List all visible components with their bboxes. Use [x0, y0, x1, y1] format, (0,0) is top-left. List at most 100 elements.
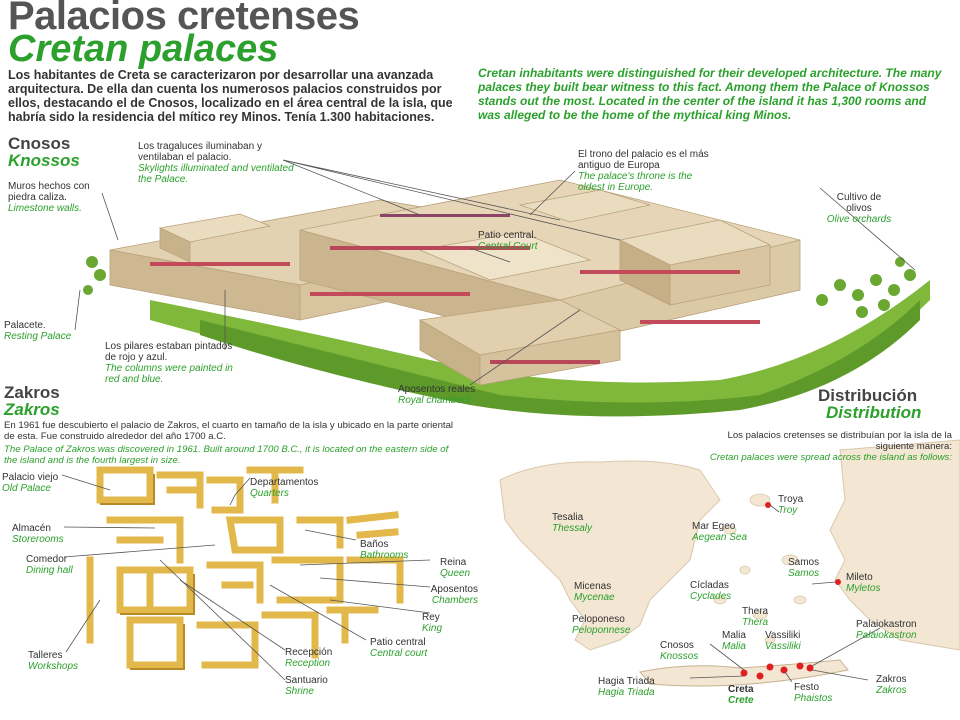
map-malia-es: Malia — [722, 630, 746, 641]
page-title-en: Cretan palaces — [8, 28, 279, 70]
map-peloponeso-en: Peloponnese — [572, 625, 631, 636]
label-palacete-es: Palacete. — [4, 320, 46, 331]
label-court-en: Central Court — [478, 241, 538, 252]
pillar-rows — [150, 214, 760, 364]
map-hagia-es: Hagia Triada — [598, 676, 655, 687]
zakros-baths-es: Baños — [360, 539, 389, 550]
map-label-vassiliki: Vassiliki Vassiliki — [765, 630, 801, 652]
label-walls: Muros hechos con piedra caliza. Limeston… — [8, 181, 120, 214]
map-label-samos: Samos Samos — [788, 557, 819, 579]
map-label-thessaly: Tesalia Thessaly — [552, 512, 592, 534]
label-pillars: Los pilares estaban pintados de rojo y a… — [105, 341, 245, 385]
page-title-es: Palacios cretenses — [8, 0, 360, 38]
zakros-king-en: King — [422, 623, 443, 634]
zakros-label-workshops: Talleres Workshops — [28, 650, 78, 672]
zakros-shrine-es: Santuario — [285, 675, 328, 686]
zakros-reception-en: Reception — [285, 658, 331, 669]
map-zakros-en: Zakros — [876, 685, 907, 696]
zakros-store-es: Almacén — [12, 523, 51, 534]
label-palacete-en: Resting Palace — [4, 331, 72, 342]
zakros-label-storerooms: Almacén Storerooms — [12, 523, 64, 545]
map-label-palaiokastron: Palaiokastron Palaiokastron — [856, 619, 917, 641]
map-zakros-es: Zakros — [876, 674, 907, 685]
map-malia-en: Malia — [722, 641, 746, 652]
map-tesalia-es: Tesalia — [552, 512, 584, 523]
map-label-knossos: Cnosos Knossos — [660, 640, 698, 662]
label-palacete: Palacete. Resting Palace — [4, 320, 94, 342]
map-micenas-es: Micenas — [574, 581, 612, 592]
zakros-workshops-en: Workshops — [28, 661, 79, 672]
map-vassiliki-es: Vassiliki — [765, 630, 801, 641]
label-skylights-es: Los tragaluces iluminaban y ventilaban e… — [138, 141, 262, 163]
map-cicladas-es: Cícladas — [690, 580, 729, 591]
label-olives-es: Cultivo de olivos — [836, 192, 882, 214]
label-walls-en: Limestone walls. — [8, 203, 82, 214]
label-royal-en: Royal chambers — [398, 395, 471, 406]
map-tesalia-en: Thessaly — [552, 523, 593, 534]
label-pillars-en: The columns were painted in red and blue… — [105, 363, 233, 385]
map-micenas-en: Mycenae — [574, 592, 615, 603]
map-label-aegean: Mar Egeo Aegean Sea — [692, 521, 747, 543]
zakros-workshops-es: Talleres — [28, 650, 63, 661]
zakros-old-es: Palacio viejo — [2, 472, 59, 483]
label-royal-es: Aposentos reales — [398, 384, 476, 395]
intro-text-en: Cretan inhabitants were distinguished fo… — [478, 66, 942, 122]
map-label-troy: Troya Troy — [778, 494, 803, 516]
label-court-es: Patio central. — [478, 230, 537, 241]
map-label-hagia-triada: Hagia Triada Hagia Triada — [598, 676, 655, 698]
knossos-title-en: Knossos — [8, 151, 80, 170]
label-walls-es: Muros hechos con piedra caliza. — [8, 181, 90, 203]
label-pillars-es: Los pilares estaban pintados de rojo y a… — [105, 341, 233, 363]
zakros-title-en: Zakros — [4, 400, 60, 419]
knossos-title-es: Cnosos — [8, 134, 71, 153]
map-palaiokastron-es: Palaiokastron — [856, 619, 917, 630]
label-throne: El trono del palacio es el más antiguo d… — [578, 149, 718, 193]
zakros-plan-shade — [100, 474, 195, 670]
zakros-label-king: Rey King — [422, 612, 442, 634]
distribution-body-es: Los palacios cretenses se distribuían po… — [727, 430, 952, 452]
distribution-body-en: Cretan palaces were spread across the is… — [709, 452, 952, 463]
map-peloponeso-es: Peloponeso — [572, 614, 625, 625]
zakros-reception-es: Recepción — [285, 647, 333, 658]
zakros-depts-es: Departamentos — [250, 477, 319, 488]
zakros-label-queen: Reina Queen — [440, 557, 470, 579]
zakros-depts-en: Quarters — [250, 488, 289, 499]
map-creta-es: Creta — [728, 684, 754, 695]
asia-minor — [829, 439, 960, 651]
zakros-dining-en: Dining hall — [26, 565, 73, 576]
zakros-dining-es: Comedor — [26, 554, 68, 565]
zakros-body-es: En 1961 fue descubierto el palacio de Za… — [4, 420, 454, 442]
olive-trees — [83, 256, 916, 318]
zakros-old-en: Old Palace — [2, 483, 51, 494]
zakros-title-es: Zakros — [4, 383, 60, 402]
zakros-queen-en: Queen — [440, 568, 471, 579]
distribution-map — [499, 439, 960, 687]
intro-text-es: Los habitantes de Creta se caracterizaro… — [8, 68, 453, 124]
zakros-baths-en: Bathrooms — [360, 550, 409, 561]
map-label-malia: Malia Malia — [722, 630, 746, 652]
map-label-cyclades: Cícladas Cyclades — [690, 580, 731, 602]
site-markers — [740, 502, 841, 680]
map-mileto-es: Mileto — [846, 572, 873, 583]
zakros-label-dining: Comedor Dining hall — [26, 554, 73, 576]
distribution-title-es: Distribución — [818, 386, 918, 405]
label-central-court: Patio central. Central Court — [478, 230, 568, 252]
leader-lines — [61, 159, 916, 683]
distribution-title-en: Distribution — [826, 403, 922, 422]
zakros-label-old-palace: Palacio viejo Old Palace — [2, 472, 58, 494]
zakros-label-chambers: Aposentos Chambers — [418, 584, 478, 606]
zakros-chambers-en: Chambers — [431, 595, 478, 606]
zakros-label-shrine: Santuario Shrine — [285, 675, 328, 697]
map-festo-es: Festo — [794, 682, 820, 693]
zakros-chambers-es: Aposentos — [430, 584, 478, 595]
zakros-store-en: Storerooms — [12, 534, 64, 545]
zakros-shrine-en: Shrine — [285, 686, 314, 697]
map-hagia-en: Hagia Triada — [598, 687, 655, 698]
map-aegean-en: Aegean Sea — [692, 532, 748, 543]
map-troya-en: Troy — [778, 505, 798, 516]
knossos-hill — [150, 280, 930, 410]
label-throne-en: The palace's throne is the oldest in Eur… — [578, 171, 693, 193]
map-label-mycenae: Micenas Mycenae — [574, 581, 615, 603]
label-throne-es: El trono del palacio es el más antiguo d… — [578, 149, 709, 171]
